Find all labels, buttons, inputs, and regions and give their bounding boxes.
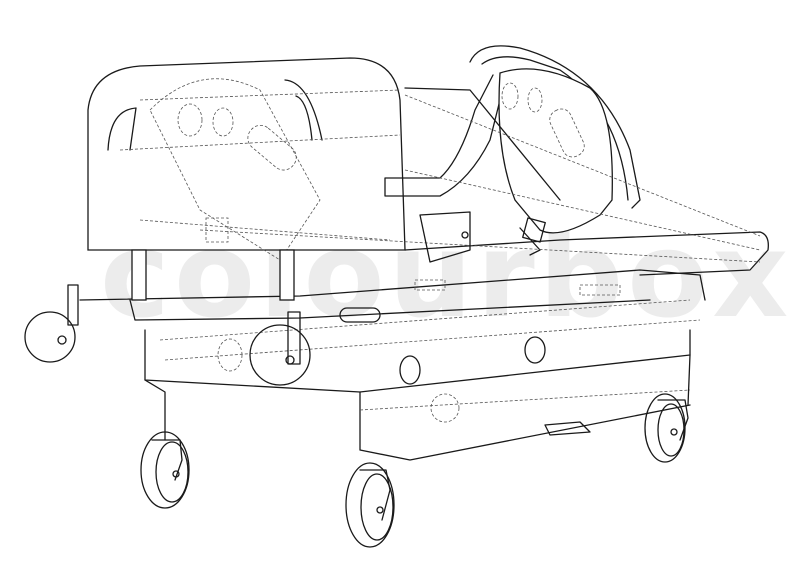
mattress-deck: [199, 87, 769, 276]
headboard: [384, 45, 641, 256]
actuators: [217, 279, 621, 436]
bumper-wheels: [24, 311, 311, 386]
footboard: [87, 57, 406, 261]
casters: [140, 393, 689, 548]
bed-frame: [67, 249, 706, 461]
